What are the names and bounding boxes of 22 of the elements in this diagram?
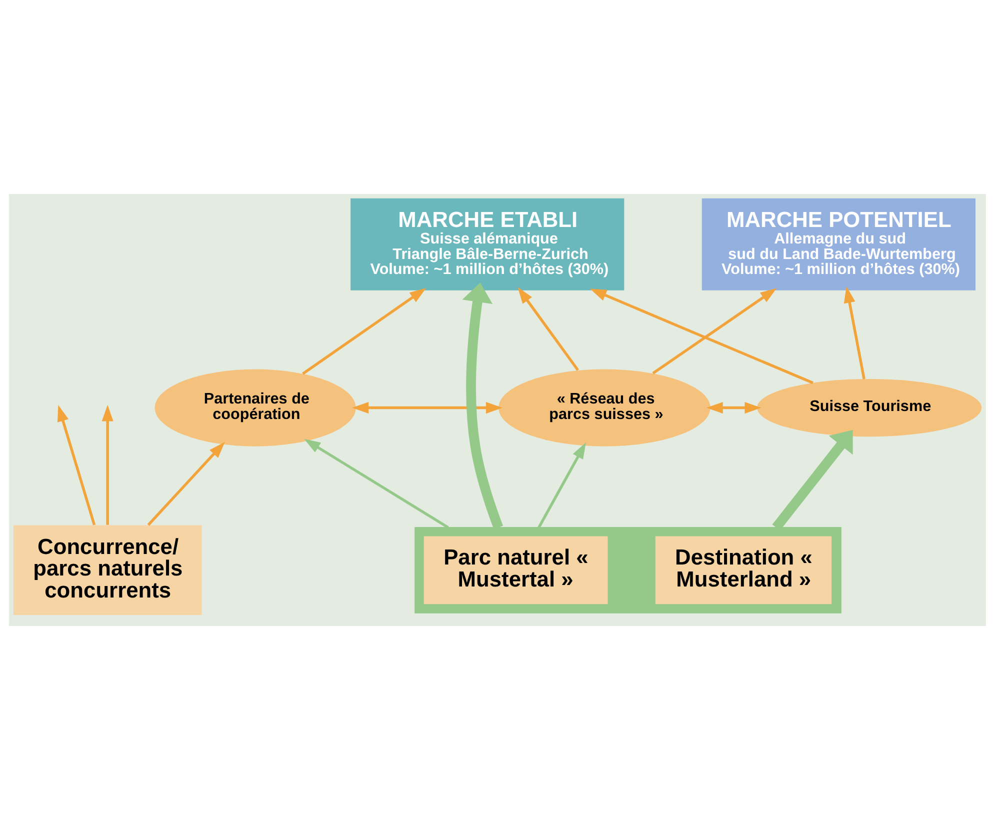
arrow (538, 442, 586, 528)
arrow (352, 402, 502, 414)
node-box: Concurrence/ parcs naturels concurrents (13, 524, 202, 615)
arrow (518, 286, 579, 370)
arrow (302, 287, 426, 374)
arrow (147, 441, 225, 526)
cluster (414, 526, 842, 613)
node-ellipse: Suisse Tourisme (757, 378, 982, 436)
node-ellipse: Partenaires de coopération (154, 368, 356, 446)
node-box: MARCHE POTENTIEL Allemagne du sud sud du Land Bade-Wurtemberg Volume: ~1 million d’hôtes (30%) (702, 198, 976, 290)
arrow (706, 402, 762, 414)
arrow (590, 288, 814, 384)
node-box: MARCHE ETABLI Suisse alémanique Triangle Bâle-Berne-Zurich Volume: ~1 million d’hôtes (30%) (350, 198, 624, 290)
node-box: Parc naturel « Mustertal » (424, 536, 608, 604)
arrow (462, 282, 504, 529)
node-ellipse: « Réseau des parcs suisses » (498, 368, 710, 446)
node-box: Destination « Musterland » (655, 536, 832, 604)
arrow (102, 404, 114, 524)
arrow (304, 438, 449, 528)
arrow (844, 286, 866, 379)
arrow (57, 404, 96, 525)
arrow (652, 288, 777, 374)
